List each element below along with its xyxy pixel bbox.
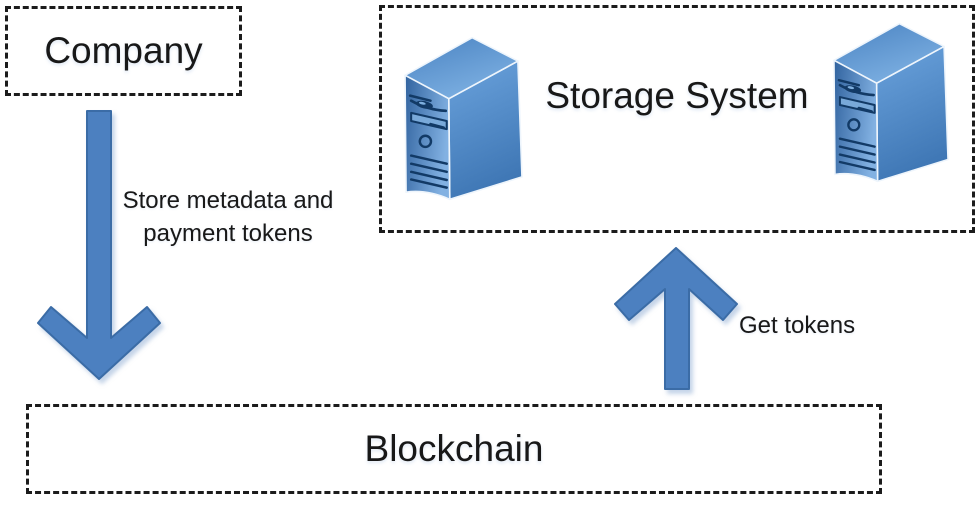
company-node: Company xyxy=(5,6,242,96)
blockchain-label: Blockchain xyxy=(364,428,544,469)
storage-system-label: Storage System xyxy=(545,75,809,116)
company-label: Company xyxy=(44,30,203,71)
get-tokens-caption: Get tokens xyxy=(739,312,856,339)
down-arrow-icon xyxy=(37,110,161,380)
server-icon xyxy=(403,36,524,201)
up-arrow-icon xyxy=(614,247,738,390)
server-icon xyxy=(832,22,950,183)
storage-system-node: Storage System xyxy=(379,5,975,233)
blockchain-node: Blockchain xyxy=(26,404,882,494)
store-metadata-caption: Store metadata and payment tokens xyxy=(122,187,334,247)
